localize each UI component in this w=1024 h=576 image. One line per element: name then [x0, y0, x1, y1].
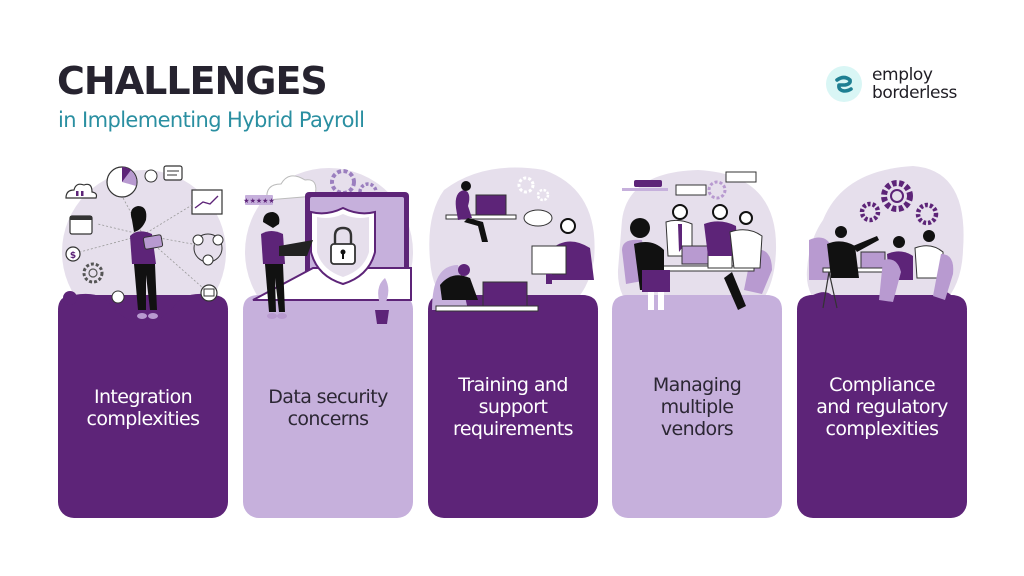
card-label-line: support	[478, 396, 548, 418]
card-label-line: concerns	[287, 408, 369, 430]
svg-text:$: $	[70, 251, 76, 261]
challenge-card-data-security: ★★★★★ Data security concerns	[243, 160, 413, 518]
card-label-line: vendors	[660, 418, 734, 440]
remote-support-agents-illustration	[428, 176, 598, 312]
card-label-line: requirements	[453, 418, 574, 440]
page-subtitle: in Implementing Hybrid Payroll	[58, 108, 365, 132]
card-label-line: Training and	[458, 374, 568, 396]
brand-name: employ borderless	[872, 66, 957, 102]
card-panel	[243, 295, 413, 518]
brand-logo: employ borderless	[826, 66, 957, 102]
e-logo-icon	[826, 66, 862, 102]
brand-name-line2: borderless	[872, 83, 958, 103]
card-panel	[612, 295, 782, 518]
card-label: Compliance and regulatory complexities	[797, 374, 967, 440]
card-label-line: Data security	[268, 386, 388, 408]
brand-name-line1: employ	[872, 65, 933, 85]
card-panel	[428, 295, 598, 518]
laptop-shield-lock-illustration: ★★★★★	[243, 169, 413, 324]
challenge-card-integration: $ Integra	[58, 160, 228, 518]
card-label-line: complexities	[86, 408, 201, 430]
background-blob	[806, 166, 964, 330]
challenge-card-training-support: Training and support requirements	[428, 160, 598, 518]
card-panel	[797, 295, 967, 518]
card-label: Integration complexities	[58, 386, 228, 430]
card-label-line: Integration	[93, 386, 193, 408]
woman-with-tablet-illustration: $	[58, 165, 228, 323]
svg-text:★★★★★: ★★★★★	[243, 197, 274, 205]
team-meeting-table-illustration	[612, 171, 782, 310]
card-label-line: complexities	[825, 418, 940, 440]
challenge-card-compliance: Compliance and regulatory complexities	[797, 160, 967, 518]
card-label-line: Managing	[652, 374, 742, 396]
challenge-card-multiple-vendors: Managing multiple vendors	[612, 160, 782, 518]
office-meeting-gears-illustration	[797, 180, 967, 310]
card-label: Managing multiple vendors	[612, 374, 782, 440]
page-title: CHALLENGES	[57, 59, 328, 103]
card-label-line: and regulatory	[816, 396, 948, 418]
card-panel	[58, 295, 228, 518]
card-label-line: Compliance	[829, 374, 935, 396]
card-label-line: multiple	[660, 396, 734, 418]
card-label: Data security concerns	[243, 386, 413, 430]
card-label: Training and support requirements	[428, 374, 598, 440]
